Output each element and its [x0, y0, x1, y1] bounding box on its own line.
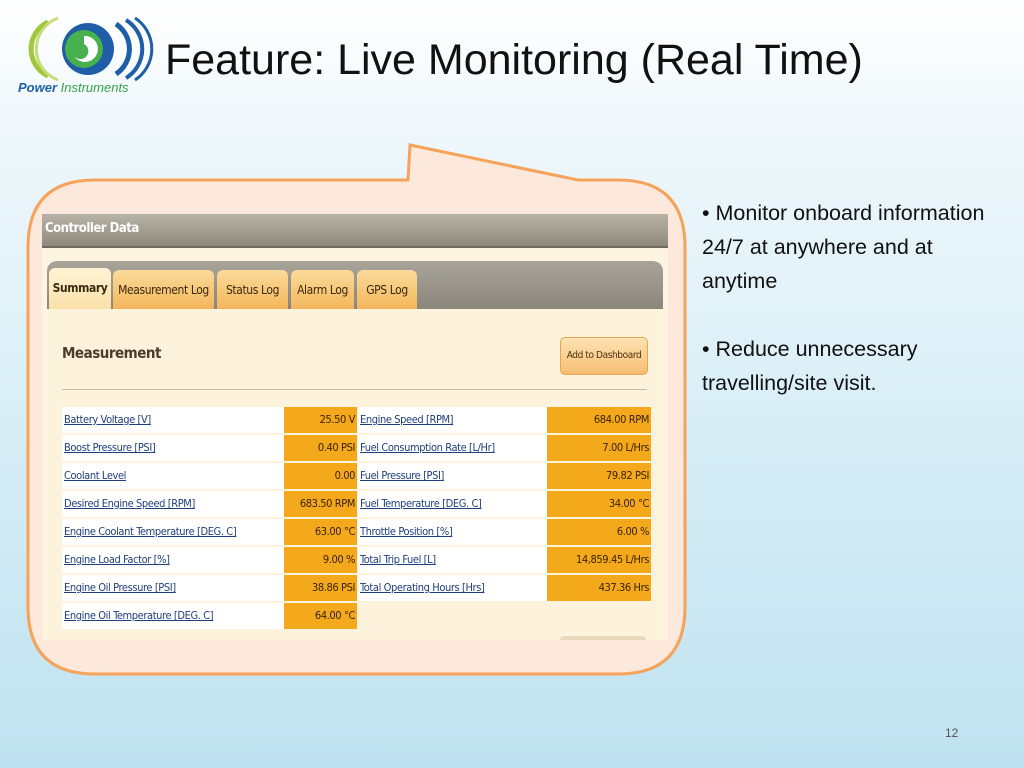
- slide-title: Feature: Live Monitoring (Real Time): [165, 36, 863, 84]
- tab-gps-log[interactable]: GPS Log: [357, 270, 417, 310]
- measurement-value: 0.40 PSI: [284, 435, 357, 461]
- controller-data-panel: Controller Data Summary Measurement Log …: [42, 214, 668, 640]
- partial-button: [560, 636, 646, 640]
- logo-swirl-icon: [28, 16, 154, 82]
- measurement-label[interactable]: Engine Coolant Temperature [DEG. C]: [62, 519, 284, 545]
- table-row: Desired Engine Speed [RPM] 683.50 RPM: [62, 491, 357, 517]
- measurement-label[interactable]: Engine Oil Pressure [PSI]: [62, 575, 284, 601]
- table-row: Coolant Level 0.00: [62, 463, 357, 489]
- table-row: Engine Oil Pressure [PSI] 38.86 PSI: [62, 575, 357, 601]
- logo-sub: Instruments: [60, 80, 129, 95]
- table-row: Fuel Pressure [PSI] 79.82 PSI: [358, 463, 651, 489]
- measurement-label[interactable]: Engine Oil Temperature [DEG. C]: [62, 603, 284, 629]
- table-row: Throttle Position [%] 6.00 %: [358, 519, 651, 545]
- measurement-value: 6.00 %: [547, 519, 651, 545]
- measurement-title: Measurement: [62, 344, 161, 362]
- power-instruments-logo: Power Instruments: [18, 14, 158, 100]
- measurement-label[interactable]: Fuel Consumption Rate [L/Hr]: [358, 435, 547, 461]
- measurement-label[interactable]: Throttle Position [%]: [358, 519, 547, 545]
- bullet-item: • Monitor onboard information 24/7 at an…: [702, 201, 985, 293]
- table-row: Engine Speed [RPM] 684.00 RPM: [358, 407, 651, 433]
- logo-text: Power Instruments: [18, 80, 158, 95]
- measurement-label[interactable]: Total Operating Hours [Hrs]: [358, 575, 547, 601]
- measurement-label[interactable]: Coolant Level: [62, 463, 284, 489]
- table-row: Fuel Consumption Rate [L/Hr] 7.00 L/Hrs: [358, 435, 651, 461]
- tab-summary[interactable]: Summary: [49, 268, 111, 310]
- table-row: Battery Voltage [V] 25.50 V: [62, 407, 357, 433]
- measurement-value: 684.00 RPM: [547, 407, 651, 433]
- measurement-value: 25.50 V: [284, 407, 357, 433]
- panel-header: Controller Data: [42, 214, 668, 248]
- table-row: Engine Oil Temperature [DEG. C] 64.00 °C: [62, 603, 357, 629]
- measurement-value: 0.00: [284, 463, 357, 489]
- table-row: Engine Load Factor [%] 9.00 %: [62, 547, 357, 573]
- measurement-value: 14,859.45 L/Hrs: [547, 547, 651, 573]
- table-row: Boost Pressure [PSI] 0.40 PSI: [62, 435, 357, 461]
- table-row: Fuel Temperature [DEG. C] 34.00 °C: [358, 491, 651, 517]
- bullet-item: • Reduce unnecessary travelling/site vis…: [702, 337, 918, 395]
- measurement-value: 437.36 Hrs: [547, 575, 651, 601]
- measurement-value: 7.00 L/Hrs: [547, 435, 651, 461]
- measurement-value: 64.00 °C: [284, 603, 357, 629]
- measurement-value: 683.50 RPM: [284, 491, 357, 517]
- table-row: Total Trip Fuel [L] 14,859.45 L/Hrs: [358, 547, 651, 573]
- measurement-value: 63.00 °C: [284, 519, 357, 545]
- tab-alarm-log[interactable]: Alarm Log: [291, 270, 354, 310]
- bullet-list: • Monitor onboard information 24/7 at an…: [702, 196, 1012, 434]
- measurement-label[interactable]: Desired Engine Speed [RPM]: [62, 491, 284, 517]
- measurement-label[interactable]: Battery Voltage [V]: [62, 407, 284, 433]
- section-divider: [62, 389, 647, 390]
- add-to-dashboard-button[interactable]: Add to Dashboard: [560, 337, 648, 375]
- measurement-label[interactable]: Boost Pressure [PSI]: [62, 435, 284, 461]
- measurement-value: 79.82 PSI: [547, 463, 651, 489]
- measurement-label[interactable]: Fuel Temperature [DEG. C]: [358, 491, 547, 517]
- measurement-value: 9.00 %: [284, 547, 357, 573]
- measurement-label[interactable]: Total Trip Fuel [L]: [358, 547, 547, 573]
- measurement-section: Measurement Add to Dashboard Battery Vol…: [47, 309, 663, 640]
- tab-bar: Summary Measurement Log Status Log Alarm…: [47, 261, 663, 310]
- measurement-value: 34.00 °C: [547, 491, 651, 517]
- page-number: 12: [945, 726, 959, 740]
- table-row: Total Operating Hours [Hrs] 437.36 Hrs: [358, 575, 651, 601]
- logo-brand: Power: [18, 80, 58, 95]
- tab-status-log[interactable]: Status Log: [217, 270, 288, 310]
- tab-measurement-log[interactable]: Measurement Log: [113, 270, 214, 310]
- measurement-label[interactable]: Engine Load Factor [%]: [62, 547, 284, 573]
- measurement-label[interactable]: Engine Speed [RPM]: [358, 407, 547, 433]
- table-row: Engine Coolant Temperature [DEG. C] 63.0…: [62, 519, 357, 545]
- measurement-label[interactable]: Fuel Pressure [PSI]: [358, 463, 547, 489]
- measurement-value: 38.86 PSI: [284, 575, 357, 601]
